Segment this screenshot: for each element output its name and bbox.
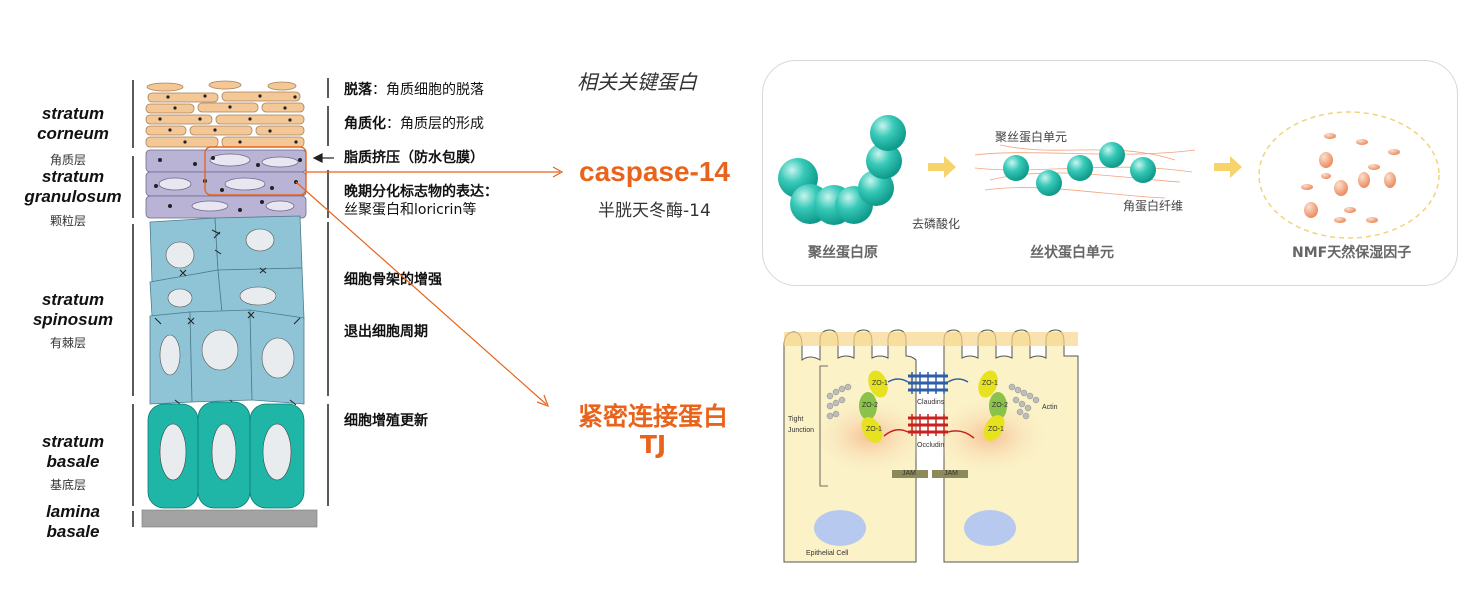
annotation-exit-cycle: 退出细胞周期: [344, 323, 428, 341]
layer-granulosum-line1: stratum: [41, 167, 105, 186]
stratum-corneum-cells: [145, 80, 305, 148]
tj-label-zo1-left: ZO-1: [872, 380, 888, 387]
keratinization-desc: ：角质层的形成: [386, 116, 484, 132]
tj-label-zo2-left: ZO-2: [862, 402, 878, 409]
annotation-lipid: 脂质挤压（防水包膜）: [344, 149, 484, 167]
layer-basale-line2: basale: [46, 452, 100, 471]
desquamation-desc: ：角质细胞的脱落: [372, 82, 484, 98]
tj-label-epithelial-cell: Epithelial Cell: [806, 550, 849, 557]
granulosum-granules: [154, 156, 302, 212]
tj-label-jam-right: JAM: [944, 470, 958, 477]
tight-junction-title: 紧密连接蛋白: [577, 402, 728, 431]
exit-cycle-text: 退出细胞周期: [344, 324, 428, 340]
corneum-dots: [158, 94, 298, 144]
tj-label-zo1-right: ZO-1: [982, 380, 998, 387]
apical-surface: [784, 332, 1078, 346]
layer-corneum-line1: stratum: [41, 104, 105, 123]
tight-junction-diagram: [783, 329, 1079, 563]
layer-lamina-label: lamina basale: [8, 502, 138, 542]
spinosum-nuclei: [159, 228, 295, 379]
layer-basale-line1: stratum: [41, 432, 105, 451]
tj-label-tight: Tight: [788, 416, 804, 423]
filaggrin-diagram: [778, 111, 1440, 239]
layer-corneum-label: stratum corneum: [8, 104, 138, 144]
dephosphorylation-label: 去磷酸化: [912, 217, 961, 231]
jam-left-bar: [892, 470, 928, 478]
keratin-fiber-label: 角蛋白纤维: [1123, 199, 1184, 213]
desmosomes: [154, 229, 301, 406]
layer-basale-label: stratum basale: [8, 432, 138, 472]
late-diff-line1: 晚期分化标志物的表达：: [344, 184, 498, 200]
lipid-arrow: [312, 153, 334, 163]
lamina-basale-bar: [141, 509, 318, 528]
lipid-text: 脂质挤压（防水包膜）: [344, 150, 484, 166]
desquamation-term: 脱落: [344, 82, 372, 98]
annotation-desquamation: 脱落：角质细胞的脱落: [344, 81, 484, 99]
nmf-particles: [1301, 133, 1400, 223]
tj-label-claudins: Claudins: [917, 399, 945, 406]
tj-label-actin: Actin: [1042, 404, 1058, 411]
layer-lamina-line1: lamina: [46, 502, 100, 521]
epidermis-diagram: [132, 78, 334, 528]
layer-granulosum-label: stratum granulosum: [8, 167, 138, 207]
basale-nuclei: [159, 423, 292, 481]
tj-label-zo1-left-lower: ZO-1: [866, 426, 882, 433]
layer-corneum-zh: 角质层: [49, 153, 86, 167]
monomer-top-label: 聚丝蛋白单元: [995, 130, 1068, 144]
keratinization-term: 角质化: [344, 116, 386, 132]
filaggrin-monomer-label: 丝状蛋白单元: [1030, 245, 1114, 261]
actin-filament-right: [1008, 383, 1040, 420]
layer-lamina-line2: basale: [46, 522, 100, 541]
actin-filament-left: [826, 383, 852, 420]
tj-label-occludin: Occludin: [917, 442, 945, 449]
jam-right-bar: [932, 470, 968, 478]
layer-basale-zh: 基底层: [49, 478, 86, 492]
caspase-14-desc: 半胱天冬酶-14: [598, 201, 711, 221]
left-nucleus: [814, 510, 866, 546]
layer-spinosum-zh: 有棘层: [49, 336, 86, 350]
layer-spinosum-label: stratum spinosum: [8, 290, 138, 330]
layer-spinosum-line1: stratum: [41, 290, 105, 309]
proliferation-text: 细胞增殖更新: [344, 413, 428, 429]
filaggrin-monomers: [1003, 142, 1156, 196]
tj-label-junction: Junction: [788, 427, 815, 434]
arrow-right-icon-2: [1214, 156, 1242, 178]
zo-proteins: [859, 370, 1007, 443]
occludin-proteins: [883, 414, 975, 439]
annotation-cytoskeleton: 细胞骨架的增强: [344, 271, 442, 289]
tj-bracket: [819, 365, 828, 487]
late-diff-line2: 丝聚蛋白和loricrin等: [344, 202, 477, 218]
right-nucleus: [964, 510, 1016, 546]
stratum-granulosum-cells: [145, 149, 307, 219]
arrow-right-icon: [928, 156, 956, 178]
nmf-label: NMF天然保湿因子: [1292, 245, 1412, 261]
caspase-14-title: caspase-14: [579, 156, 731, 187]
tj-label-zo2-right: ZO-2: [992, 402, 1008, 409]
key-proteins-title: 相关关键蛋白: [577, 70, 697, 94]
profilaggrin-label: 聚丝蛋白原: [808, 245, 878, 261]
layer-spinosum-line2: spinosum: [32, 310, 114, 329]
tight-junction-abbr: TJ: [639, 430, 667, 459]
layer-granulosum-line2: granulosum: [24, 187, 122, 206]
annotation-keratinization: 角质化：角质层的形成: [344, 115, 484, 133]
layer-granulosum-zh: 颗粒层: [49, 214, 86, 228]
tj-label-jam-left: JAM: [902, 470, 916, 477]
annotation-late-diff: 晚期分化标志物的表达： 丝聚蛋白和loricrin等: [344, 183, 498, 219]
granulosum-highlight: [204, 146, 307, 196]
cytoskeleton-text: 细胞骨架的增强: [344, 272, 442, 288]
claudin-proteins: [887, 372, 969, 394]
nmf-boundary: [1258, 111, 1440, 239]
layer-corneum-line2: corneum: [37, 124, 109, 143]
annotation-proliferation: 细胞增殖更新: [344, 412, 428, 430]
profilaggrin-chain: [778, 115, 906, 225]
tj-label-zo1-right-lower: ZO-1: [988, 426, 1004, 433]
